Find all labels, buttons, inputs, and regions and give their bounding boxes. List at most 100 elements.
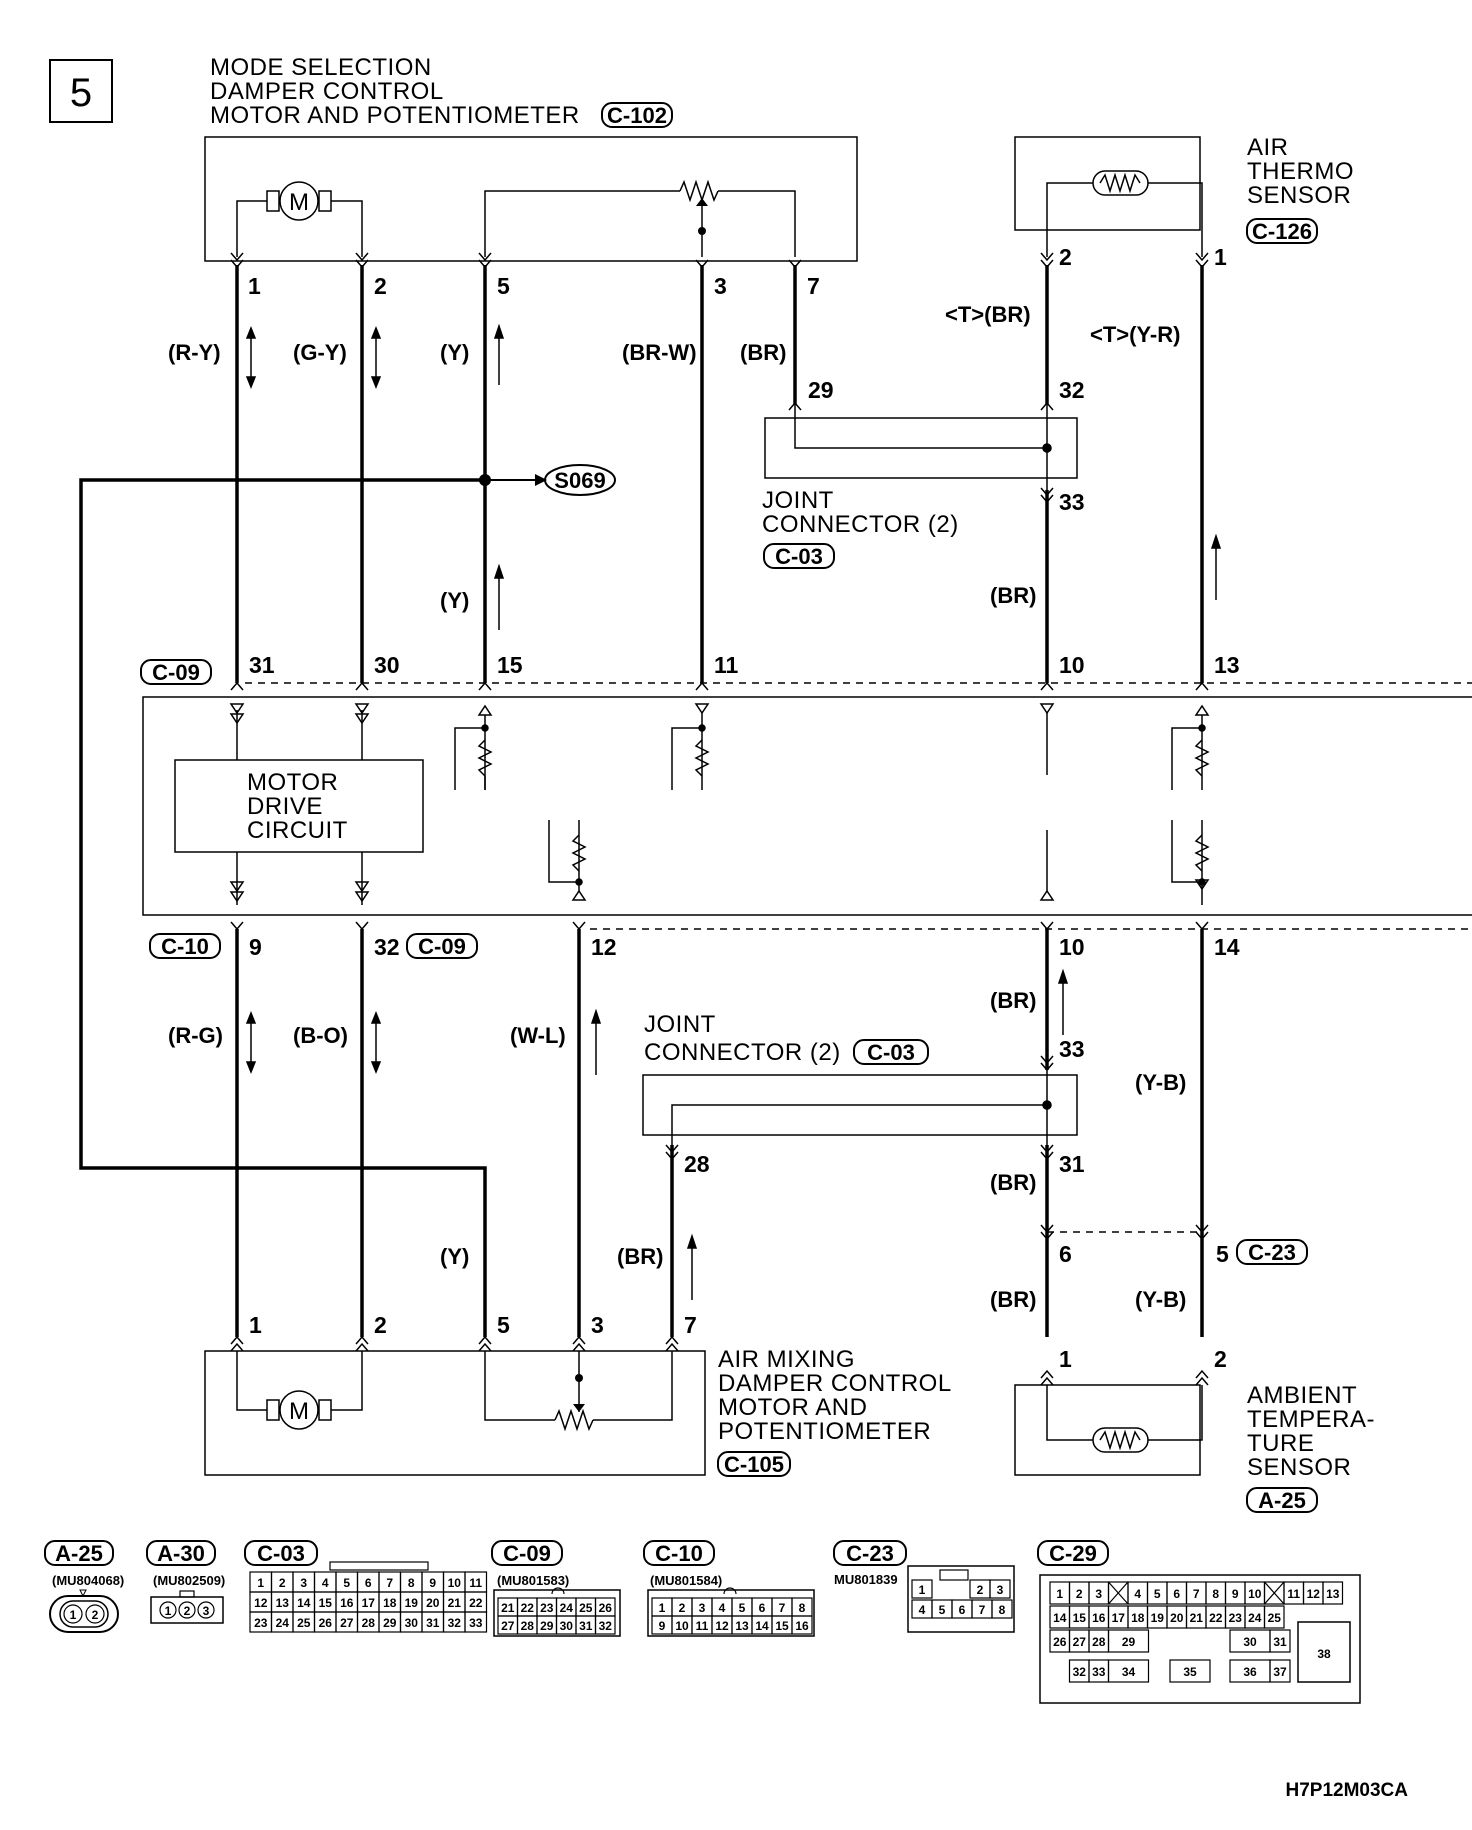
- svg-text:C-10: C-10: [161, 934, 209, 959]
- svg-text:(R-G): (R-G): [168, 1023, 223, 1048]
- c29-cell: [1269, 1629, 1291, 1653]
- c10-pin-number: 12: [715, 1619, 729, 1633]
- c23-cell: [991, 1599, 1013, 1619]
- c29-pin-number: 11: [1287, 1587, 1300, 1601]
- c03-pin-number: 14: [297, 1596, 311, 1610]
- svg-text:1: 1: [70, 1608, 77, 1622]
- c29-cell: [1107, 1659, 1150, 1683]
- c29-blank-cell: [1264, 1581, 1285, 1605]
- svg-text:9: 9: [249, 934, 262, 960]
- svg-text:<T>(BR): <T>(BR): [945, 302, 1031, 327]
- c03-pin-number: 5: [343, 1576, 350, 1590]
- page-number: 5: [70, 71, 92, 115]
- c10-pin-number: 14: [755, 1619, 769, 1633]
- c09-pin-number: 25: [579, 1601, 593, 1615]
- svg-text:C-23: C-23: [1248, 1240, 1296, 1265]
- c03-pin-number: 12: [254, 1596, 268, 1610]
- c29-pin-number: 15: [1073, 1611, 1087, 1625]
- c03-pin-number: 31: [426, 1616, 440, 1630]
- c23-pin-number: 1: [919, 1583, 926, 1597]
- c29-pin-number: 20: [1170, 1611, 1184, 1625]
- c03-pin-number: 26: [319, 1616, 333, 1630]
- svg-text:3: 3: [714, 273, 727, 299]
- svg-text:12: 12: [591, 934, 617, 960]
- mode-damper-label: MODE SELECTION DAMPER CONTROL MOTOR AND …: [210, 54, 579, 129]
- ambient-box: [1014, 1384, 1201, 1476]
- c29-pin-number: 7: [1193, 1587, 1200, 1601]
- svg-text:38: 38: [1317, 1647, 1331, 1661]
- svg-text:14: 14: [1214, 934, 1240, 960]
- svg-text:(W-L): (W-L): [510, 1023, 566, 1048]
- page-number-box: [49, 59, 113, 123]
- svg-text:(MU804068): (MU804068): [52, 1573, 124, 1588]
- svg-text:M: M: [289, 189, 309, 216]
- svg-text:CIRCUIT: CIRCUIT: [247, 817, 348, 844]
- c23-cell: [911, 1579, 933, 1599]
- c23-pin-number: 3: [997, 1583, 1004, 1597]
- c29-pin-number: 24: [1248, 1611, 1262, 1625]
- c23-connector-tag: C-23: [1236, 1239, 1308, 1265]
- svg-text:1: 1: [165, 1604, 172, 1618]
- svg-text:10: 10: [1059, 652, 1085, 678]
- upper-wires: [79, 265, 1204, 1337]
- svg-text:(BR-W): (BR-W): [622, 340, 697, 365]
- c23-cell: [989, 1579, 1011, 1599]
- svg-text:A-30: A-30: [157, 1541, 205, 1566]
- svg-text:(BR): (BR): [990, 583, 1036, 608]
- c23-chevrons: [1040, 1224, 1209, 1241]
- motor-drive-label: MOTOR DRIVE CIRCUIT: [247, 769, 348, 844]
- air-mix-label: AIR MIXING DAMPER CONTROL MOTOR AND POTE…: [718, 1346, 952, 1445]
- svg-text:A-25: A-25: [1258, 1488, 1306, 1513]
- svg-text:C-09: C-09: [418, 934, 466, 959]
- svg-text:C-29: C-29: [1049, 1541, 1097, 1566]
- c03-pin-number: 3: [300, 1576, 307, 1590]
- svg-text:(Y): (Y): [440, 1244, 469, 1269]
- c29-cell: [1263, 1605, 1285, 1629]
- air-mix-pins: 1 2 5 3 7: [249, 1312, 697, 1338]
- svg-text:(Y): (Y): [440, 588, 469, 613]
- svg-text:JOINT: JOINT: [644, 1011, 716, 1038]
- c10-pin-number: 8: [799, 1601, 806, 1615]
- svg-text:33: 33: [1059, 1036, 1085, 1062]
- mode-potentiometer-symbol: [484, 179, 796, 257]
- c03-pin-number: 10: [448, 1576, 462, 1590]
- c29-pin-number: 29: [1122, 1635, 1136, 1649]
- svg-text:A-25: A-25: [55, 1541, 103, 1566]
- ambient-chevrons: [1040, 1369, 1209, 1386]
- svg-text:SENSOR: SENSOR: [1247, 1454, 1351, 1481]
- joint-top-connector-tag: C-03: [763, 543, 835, 569]
- svg-text:(Y-B): (Y-B): [1135, 1287, 1186, 1312]
- c29-pin-number: 8: [1212, 1587, 1219, 1601]
- c23-pin-number: 6: [959, 1603, 966, 1617]
- svg-text:32: 32: [1059, 377, 1085, 403]
- c03-pin-number: 19: [405, 1596, 419, 1610]
- svg-text:CONNECTOR (2): CONNECTOR (2): [644, 1039, 841, 1066]
- c03-pin-number: 27: [340, 1616, 354, 1630]
- svg-text:7: 7: [807, 273, 820, 299]
- c29-pin-number: 16: [1092, 1611, 1106, 1625]
- c29-pin-number: 23: [1229, 1611, 1243, 1625]
- svg-text:C-09: C-09: [503, 1541, 551, 1566]
- c10-pin-number: 15: [775, 1619, 789, 1633]
- svg-text:C-126: C-126: [1252, 219, 1312, 244]
- c29-pin-number: 18: [1131, 1611, 1145, 1625]
- c23-pin-number: 7: [979, 1603, 986, 1617]
- air-mix-box: [204, 1350, 706, 1476]
- svg-text:DAMPER CONTROL: DAMPER CONTROL: [718, 1370, 952, 1397]
- c29-pin-number: 25: [1268, 1611, 1282, 1625]
- svg-text:2: 2: [1214, 1346, 1227, 1372]
- svg-text:32: 32: [374, 934, 400, 960]
- svg-text:2: 2: [374, 1312, 387, 1338]
- c03-pin-number: 30: [405, 1616, 419, 1630]
- c03-pin-number: 32: [448, 1616, 462, 1630]
- c03-cell: [464, 1611, 488, 1633]
- upper-signal-arrows: [245, 323, 1222, 630]
- svg-text:6: 6: [1059, 1241, 1072, 1267]
- c03-pin-number: 13: [276, 1596, 290, 1610]
- svg-text:28: 28: [684, 1151, 710, 1177]
- c03-pin-number: 17: [362, 1596, 376, 1610]
- svg-text:29: 29: [808, 377, 834, 403]
- c29-pin-number: 3: [1095, 1587, 1102, 1601]
